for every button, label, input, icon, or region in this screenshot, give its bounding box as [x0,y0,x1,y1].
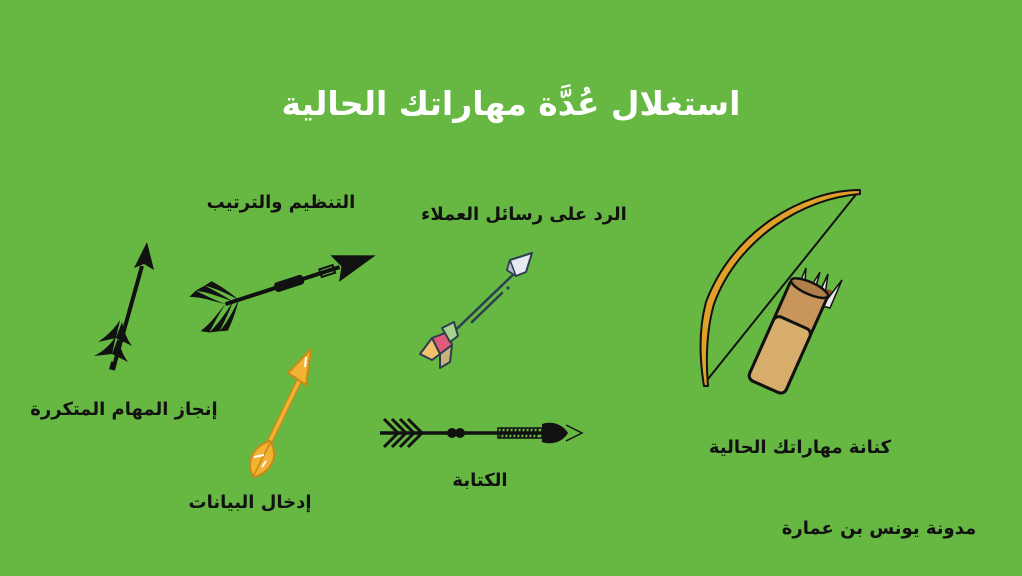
horizontal-tribal-arrow-icon [380,417,584,449]
black-feathered-arrow-icon [189,255,376,333]
golden-leaf-arrow-icon [249,348,312,478]
skill-label-organizing: التنظيم والترتيب [206,192,356,213]
black-upright-arrow-icon [94,242,154,371]
bow-and-quiver-icon [699,189,861,395]
skill-label-writing: الكتابة [452,470,508,491]
skill-label-repetitive-tasks: إنجاز المهام المتكررة [30,399,218,420]
colorful-fletched-arrow-icon [419,252,533,369]
quiver-label: كنانة مهاراتك الحالية [708,437,892,458]
page-title: استغلال عُدَّة مهاراتك الحالية [281,84,741,123]
skill-label-data-entry: إدخال البيانات [188,492,312,513]
skill-label-customer-replies: الرد على رسائل العملاء [421,204,627,225]
blog-credit: مدونة يونس بن عمارة [781,518,977,539]
